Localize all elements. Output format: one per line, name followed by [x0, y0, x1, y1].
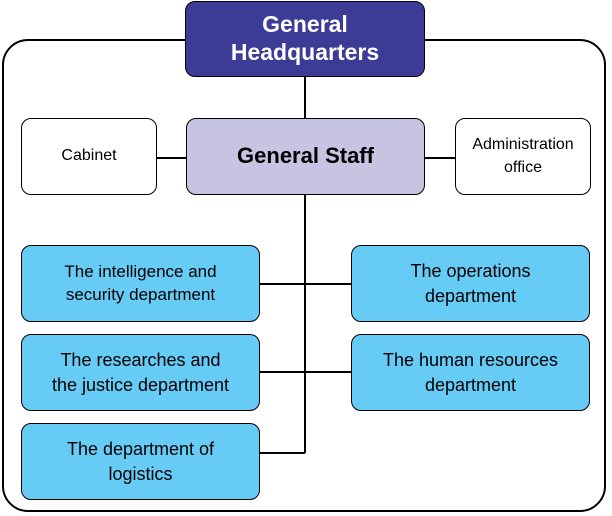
general-staff-label: General Staff	[237, 143, 374, 169]
researches-justice-department-node: The researches and the justice departmen…	[21, 334, 260, 411]
operations-department-node: The operations department	[351, 245, 590, 322]
administration-office-node: Administration office	[455, 118, 591, 195]
intelligence-security-department-node: The intelligence and security department	[21, 245, 260, 322]
logistics-department-node: The department of logistics	[21, 423, 260, 500]
general-headquarters-node: General Headquarters	[185, 1, 425, 77]
cabinet-node: Cabinet	[21, 118, 157, 195]
logistics-department-label: The department of logistics	[66, 439, 215, 484]
human-resources-department-node: The human resources department	[351, 334, 590, 411]
operations-department-label: The operations department	[410, 261, 531, 306]
cabinet-label: Cabinet	[61, 147, 117, 165]
general-staff-node: General Staff	[186, 118, 425, 195]
administration-office-label: Administration office	[472, 136, 574, 176]
general-headquarters-label: General Headquarters	[230, 11, 380, 65]
researches-justice-department-label: The researches and the justice departmen…	[51, 350, 230, 395]
human-resources-department-label: The human resources department	[382, 350, 559, 395]
intelligence-security-department-label: The intelligence and security department	[64, 261, 217, 304]
